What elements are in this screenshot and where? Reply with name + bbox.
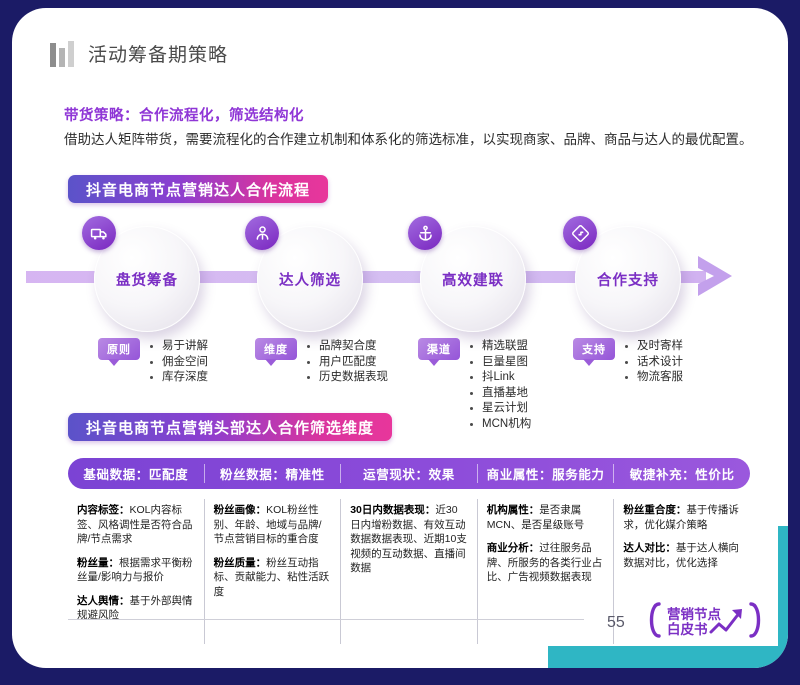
flow-step-1[interactable]: 盘货筹备 (82, 216, 200, 332)
criteria-table: 基础数据：匹配度 粉丝数据：精准性 运营现状：效果 商业属性：服务能力 敏捷补充… (68, 458, 750, 644)
table-cell: 粉丝重合度：基于传播诉求，优化媒介策略 达人对比：基于达人横向数据对比，优化选择 (613, 499, 750, 644)
list-item: 佣金空间 (148, 355, 208, 371)
group-list: 品牌契合度 用户匹配度 历史数据表现 (305, 339, 388, 386)
flow-detail-group-4: 支持 及时寄样 话术设计 物流客服 (573, 338, 683, 386)
cell-entry: 内容标签：KOL内容标签、风格调性是否符合品牌/节点需求 (77, 504, 193, 545)
person-icon (245, 216, 279, 250)
page-header: 活动筹备期策略 (50, 40, 228, 67)
table-body: 内容标签：KOL内容标签、风格调性是否符合品牌/节点需求 粉丝量：根据需求平衡粉… (68, 499, 750, 644)
group-tag: 维度 (255, 338, 297, 366)
table-column-header: 粉丝数据：精准性 (203, 464, 341, 483)
decor-teal-strip (548, 646, 788, 668)
list-item: 库存深度 (148, 370, 208, 386)
flow-detail-group-1: 原则 易于讲解 佣金空间 库存深度 (98, 338, 208, 386)
arrow-right-icon (698, 256, 732, 296)
table-column-header: 运营现状：效果 (340, 464, 477, 483)
flow-step-label: 盘货筹备 (116, 272, 178, 289)
flow-diagram: 盘货筹备 达人筛选 高 (12, 208, 788, 338)
cell-entry: 30日内数据表现：近30日内增粉数据、有效互动数据数据表现、近期10支视频的互动… (350, 504, 467, 574)
list-item: 星云计划 (468, 401, 531, 417)
list-item: 抖Link (468, 370, 531, 386)
table-cell: 机构属性：是否隶属MCN、是否星级账号 商业分析：过往服务品牌、所服务的各类行业… (476, 499, 614, 644)
list-item: 及时寄样 (623, 339, 683, 355)
table-column-header: 基础数据：匹配度 (83, 468, 189, 482)
table-column-header: 商业属性：服务能力 (476, 464, 614, 483)
flow-step-label: 达人筛选 (279, 272, 341, 289)
cell-entry: 粉丝量：根据需求平衡粉丝量/影响力与报价 (77, 556, 193, 584)
table-cell: 粉丝画像：KOL粉丝性别、年龄、地域与品牌/节点营销目标的重合度 粉丝质量：粉丝… (203, 499, 341, 644)
flow-step-4[interactable]: 合作支持 (563, 216, 681, 332)
table-column-header: 敏捷补充：性价比 (613, 464, 750, 483)
cell-entry: 达人舆情：基于外部舆情规避风险 (77, 594, 193, 622)
table-cell: 内容标签：KOL内容标签、风格调性是否符合品牌/节点需求 粉丝量：根据需求平衡粉… (68, 499, 204, 644)
lead-body: 借助达人矩阵带货，需要流程化的合作建立机制和体系化的筛选标准，以实现商家、品牌、… (64, 132, 753, 147)
anchor-icon (408, 216, 442, 250)
list-item: 精选联盟 (468, 339, 531, 355)
flow-step-label: 高效建联 (442, 272, 504, 289)
cell-entry: 粉丝画像：KOL粉丝性别、年龄、地域与品牌/节点营销目标的重合度 (213, 504, 322, 545)
list-item: 直播基地 (468, 386, 531, 402)
list-item: 品牌契合度 (305, 339, 388, 355)
bar-chart-icon (50, 40, 74, 67)
list-item: 历史数据表现 (305, 370, 388, 386)
lead-title: 带货策略：合作流程化，筛选结构化 (64, 108, 304, 124)
cell-entry: 机构属性：是否隶属MCN、是否星级账号 (486, 504, 585, 531)
slide-page: 活动筹备期策略 带货策略：合作流程化，筛选结构化 借助达人矩阵带货，需要流程化的… (12, 8, 788, 668)
section-heading-table: 抖音电商节点营销头部达人合作筛选维度 (68, 413, 393, 441)
flow-detail-group-3: 渠道 精选联盟 巨量星图 抖Link 直播基地 星云计划 MCN机构 (418, 338, 531, 432)
cell-entry: 粉丝质量：粉丝互动指标、贡献能力、粘性活跃度 (213, 556, 330, 598)
group-tag: 原则 (98, 338, 140, 366)
list-item: 易于讲解 (148, 339, 208, 355)
group-list: 易于讲解 佣金空间 库存深度 (148, 339, 208, 386)
page-title: 活动筹备期策略 (88, 45, 229, 66)
group-list: 及时寄样 话术设计 物流客服 (623, 339, 683, 386)
footer-divider (68, 619, 584, 620)
flow-detail-group-2: 维度 品牌契合度 用户匹配度 历史数据表现 (255, 338, 388, 386)
link-diamond-icon (563, 216, 597, 250)
flow-step-label: 合作支持 (597, 272, 659, 289)
page-number: 55 (607, 614, 625, 631)
truck-icon (82, 216, 116, 250)
group-tag: 支持 (573, 338, 615, 366)
cell-entry: 达人对比：基于达人横向数据对比，优化选择 (623, 542, 739, 569)
flow-step-3[interactable]: 高效建联 (408, 216, 526, 332)
svg-text:营销节点: 营销节点 (667, 606, 721, 622)
list-item: 物流客服 (623, 370, 683, 386)
list-item: 用户匹配度 (305, 355, 388, 371)
group-tag: 渠道 (418, 338, 460, 366)
group-list: 精选联盟 巨量星图 抖Link 直播基地 星云计划 MCN机构 (468, 339, 531, 432)
list-item: 话术设计 (623, 355, 683, 371)
list-item: MCN机构 (468, 417, 531, 433)
decor-teal-strip-vertical (778, 526, 788, 646)
table-cell: 30日内数据表现：近30日内增粉数据、有效互动数据数据表现、近期10支视频的互动… (340, 499, 477, 644)
table-header-row: 基础数据：匹配度 粉丝数据：精准性 运营现状：效果 商业属性：服务能力 敏捷补充… (68, 458, 750, 489)
cell-entry: 粉丝重合度：基于传播诉求，优化媒介策略 (623, 504, 739, 531)
svg-text:白皮书: 白皮书 (667, 621, 708, 637)
cell-entry: 商业分析：过往服务品牌、所服务的各类行业占比、广告视频数据表现 (486, 542, 603, 583)
list-item: 巨量星图 (468, 355, 531, 371)
section-heading-flow: 抖音电商节点营销达人合作流程 (68, 175, 329, 203)
brand-logo: 营销节点 白皮书 (649, 602, 761, 638)
flow-step-2[interactable]: 达人筛选 (245, 216, 363, 332)
